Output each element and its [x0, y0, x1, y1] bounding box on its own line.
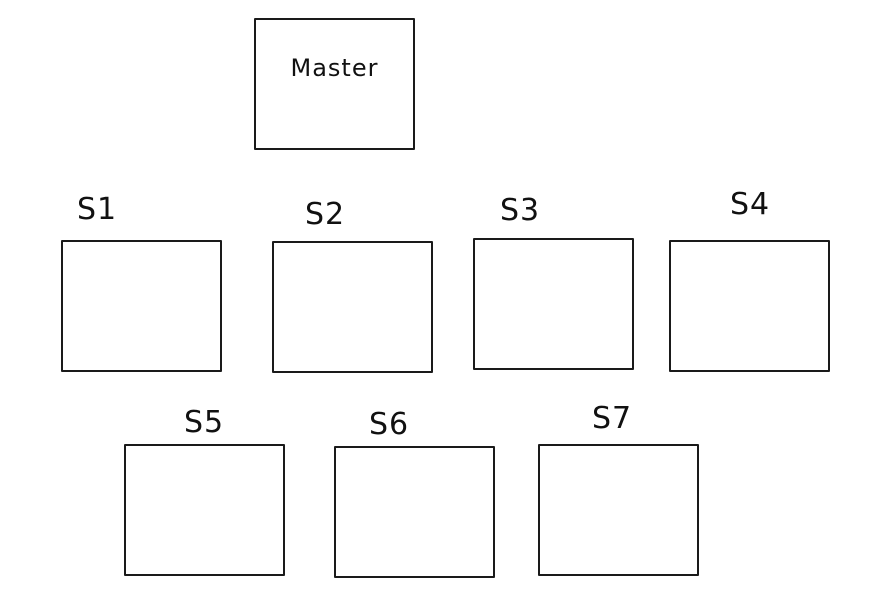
node-s2-box [272, 241, 433, 373]
node-s5-label: S5 [184, 405, 225, 440]
node-s1-label: S1 [77, 192, 118, 227]
node-s3-box [473, 238, 634, 370]
node-s7-label: S7 [592, 401, 633, 436]
master-node-label: Master [290, 54, 379, 82]
node-s3-label: S3 [500, 193, 541, 228]
node-s4-box [669, 240, 830, 372]
node-s5-box [124, 444, 285, 576]
master-node-box: Master [254, 18, 415, 150]
node-s6-box [334, 446, 495, 578]
node-s6-label: S6 [369, 407, 410, 442]
node-s1-box [61, 240, 222, 372]
node-s2-label: S2 [305, 197, 346, 232]
node-s4-label: S4 [730, 187, 771, 222]
node-s7-box [538, 444, 699, 576]
